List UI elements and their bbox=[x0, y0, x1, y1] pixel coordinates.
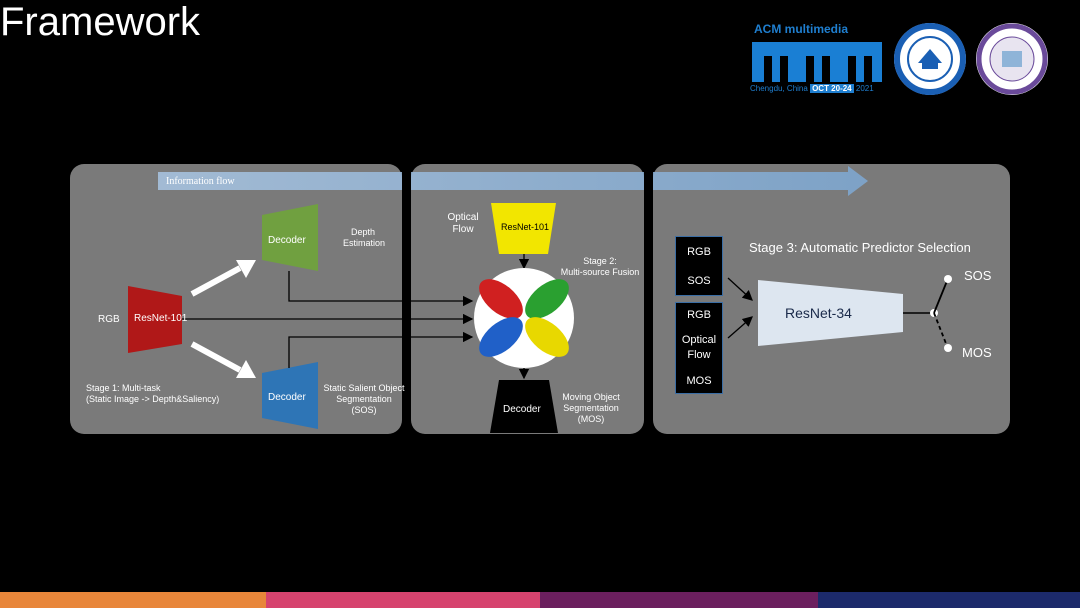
stage1-decoder-top-label: Decoder bbox=[268, 235, 306, 247]
stage2-decoder-label: Decoder bbox=[503, 404, 541, 416]
stage1-decoder-bottom-label: Decoder bbox=[268, 392, 306, 404]
mos-description-label: Moving Object Segmentation (MOS) bbox=[556, 392, 626, 425]
output-sos-node bbox=[944, 275, 952, 283]
footer-bar-pink bbox=[266, 592, 540, 608]
information-flow-label: Information flow bbox=[166, 176, 235, 187]
stage2-resnet101-label: ResNet-101 bbox=[501, 222, 549, 233]
fusion-module-icon bbox=[472, 268, 576, 368]
optical-flow-label: Optical Flow bbox=[445, 212, 481, 236]
stage2-caption: Stage 2: Multi-source Fusion bbox=[556, 256, 644, 278]
stage1-caption: Stage 1: Multi-task (Static Image -> Dep… bbox=[86, 383, 219, 405]
stage1-rgb-label: RGB bbox=[98, 314, 120, 326]
white-arrow-up bbox=[192, 260, 256, 294]
stage3-resnet34-label: ResNet-34 bbox=[785, 305, 852, 321]
information-flow-arrow bbox=[158, 166, 868, 196]
depth-estimation-label: Depth Estimation bbox=[343, 227, 383, 249]
footer-bar-purple bbox=[540, 592, 818, 608]
footer-bar-navy bbox=[818, 592, 1080, 608]
stage3-input-box-rgb-sos: RGB SOS bbox=[675, 236, 723, 296]
stage3-output-mos-label: MOS bbox=[962, 345, 992, 360]
depth-to-fusion-line bbox=[289, 271, 472, 301]
stage3-caption: Stage 3: Automatic Predictor Selection bbox=[749, 240, 971, 255]
white-arrow-down bbox=[192, 344, 256, 378]
stage3-input-box-rgb-flow-mos: RGB Optical Flow MOS bbox=[675, 302, 723, 394]
stage1-resnet101-label: ResNet-101 bbox=[134, 313, 187, 325]
stage3-output-sos-label: SOS bbox=[964, 268, 991, 283]
footer-bar-orange bbox=[0, 592, 266, 608]
sos-description-label: Static Salient Object Segmentation (SOS) bbox=[318, 383, 410, 416]
output-mos-node bbox=[944, 344, 952, 352]
